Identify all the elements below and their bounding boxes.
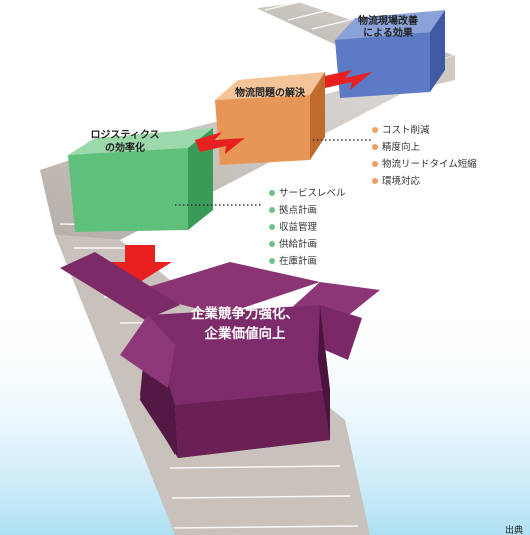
logistics-points-list: サービスレベル 拠点計画 収益管理 供給計画 在庫計画: [269, 188, 346, 267]
logistics-point-item: 在庫計画: [279, 255, 317, 267]
source-note: 出典: [505, 524, 523, 535]
stage-1-label-line-1: ロジスティクス: [90, 129, 159, 141]
arrow-stage2-to-stage1: [195, 132, 245, 154]
green-bullet: [269, 207, 275, 213]
orange-bullet: [372, 144, 378, 150]
stage-1-label-line-2: の効率化: [105, 141, 145, 154]
arrow-stage1-to-final: [108, 245, 172, 282]
stage-3-box: [335, 10, 445, 98]
logistics-point-item: サービスレベル: [279, 188, 346, 199]
green-bullet: [269, 241, 275, 247]
problem-point-item: 環境対応: [382, 175, 421, 187]
problem-point-item: 精度向上: [382, 141, 421, 153]
problem-point-item: 物流リードタイム短縮: [382, 158, 477, 170]
stage-2-label: 物流問題の解決: [235, 86, 306, 99]
arrow-stage3-to-stage2: [325, 70, 372, 90]
stage-2-box: [215, 72, 325, 165]
orange-bullet: [372, 178, 378, 184]
green-bullet: [269, 224, 275, 230]
stage-1-box: [68, 128, 213, 232]
logistics-point-item: 供給計画: [279, 238, 317, 250]
leader-lines: [175, 139, 372, 206]
final-box-label-line-1: 企業競争力強化、: [190, 305, 299, 322]
stage-3-label-line-1: 物流現場改善: [358, 14, 418, 27]
stage-3-label-line-2: による効果: [363, 26, 414, 39]
green-bullet: [269, 190, 275, 196]
problem-points-list: コスト削減 精度向上 物流リードタイム短縮 環境対応: [372, 124, 477, 187]
problem-point-item: コスト削減: [382, 124, 430, 136]
logistics-point-item: 拠点計画: [279, 204, 317, 216]
final-box-label-line-2: 企業価値向上: [204, 325, 286, 342]
green-bullet: [269, 258, 275, 264]
orange-bullet: [372, 161, 378, 167]
logistics-point-item: 収益管理: [279, 221, 318, 233]
orange-bullet: [372, 127, 378, 133]
transition-arrows: [108, 70, 372, 282]
final-box: [60, 252, 380, 458]
